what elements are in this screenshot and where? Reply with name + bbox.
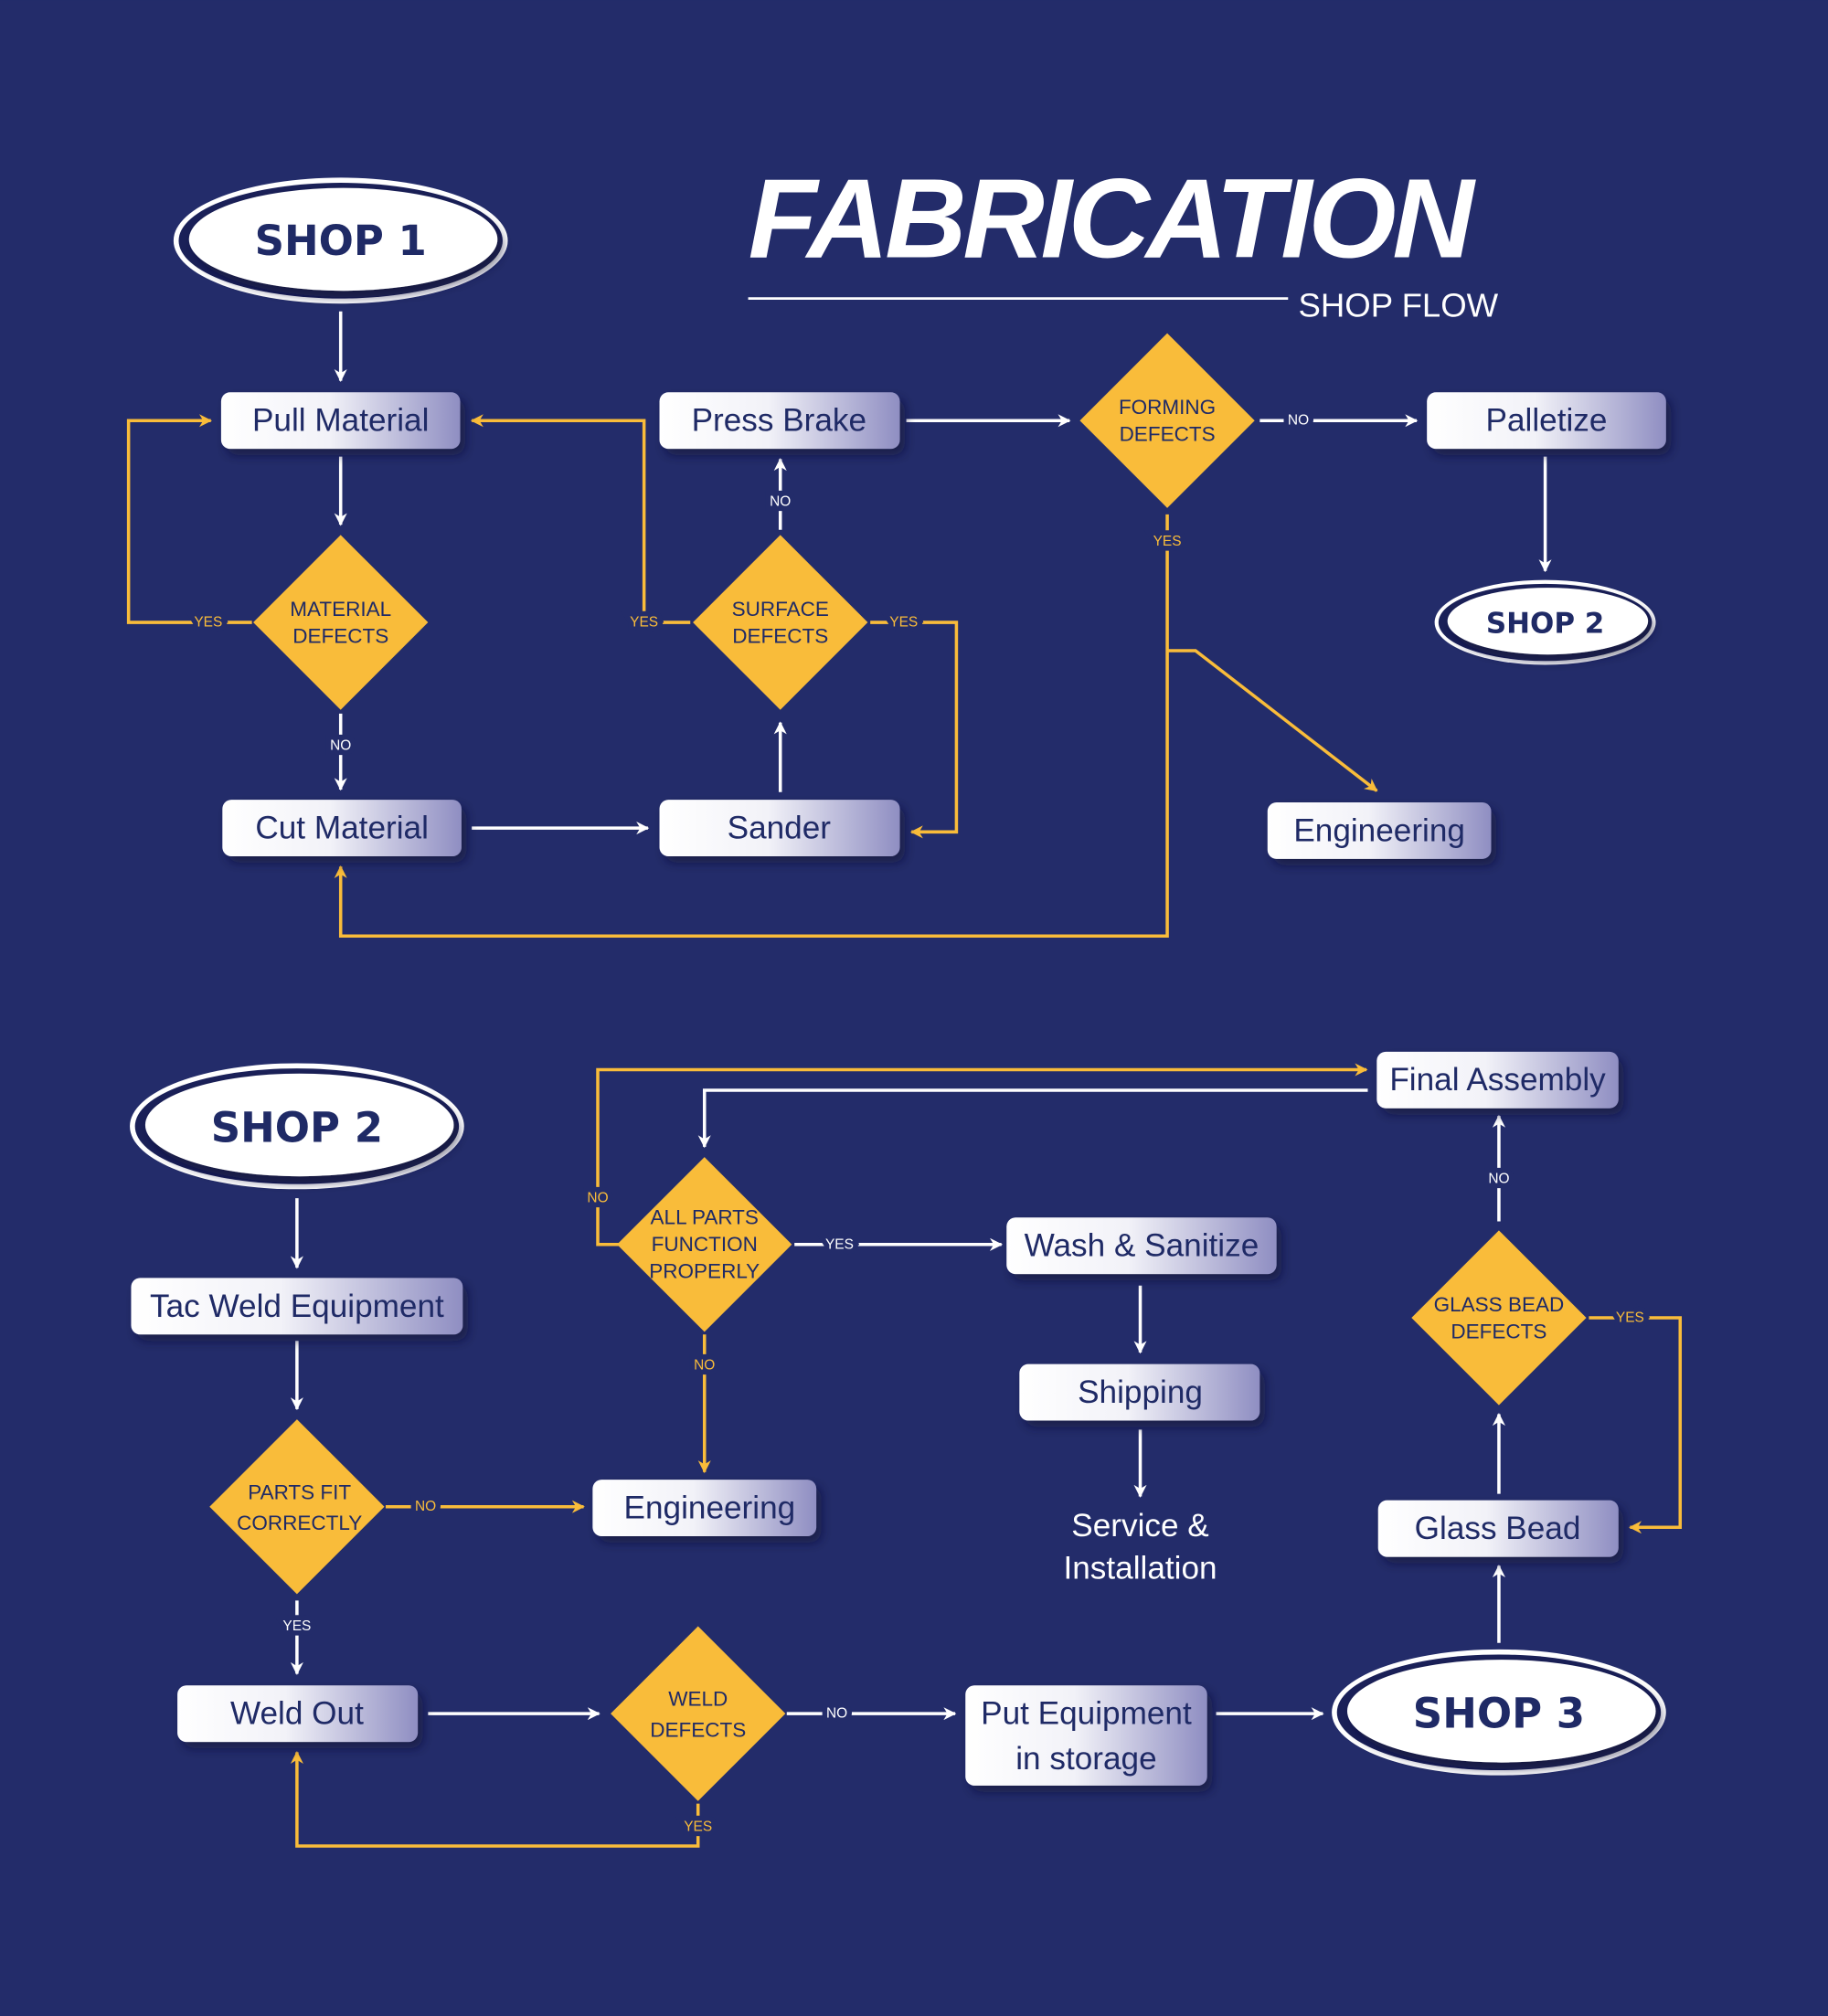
svg-text:DEFECTS: DEFECTS (1120, 423, 1216, 446)
svg-text:Tac Weld Equipment: Tac Weld Equipment (150, 1289, 444, 1324)
svg-text:Put Equipment: Put Equipment (981, 1696, 1192, 1732)
svg-text:SHOP 1: SHOP 1 (255, 217, 427, 265)
glass-bead-decision: GLASS BEAD DEFECTS (1411, 1230, 1587, 1406)
svg-text:Wash & Sanitize: Wash & Sanitize (1025, 1228, 1259, 1264)
glass-bead-box: Glass Bead (1377, 1500, 1619, 1557)
press-brake-box: Press Brake (659, 392, 900, 450)
label-yes: YES (1616, 1310, 1644, 1325)
svg-text:Pull Material: Pull Material (252, 403, 429, 439)
svg-text:SHOP 2: SHOP 2 (1486, 607, 1604, 640)
label-no: NO (587, 1191, 608, 1206)
svg-text:Sander: Sander (728, 811, 832, 846)
label-yes: YES (825, 1236, 854, 1252)
svg-text:Weld Out: Weld Out (230, 1696, 364, 1732)
sander-box: Sander (659, 800, 900, 857)
svg-text:DEFECTS: DEFECTS (650, 1718, 746, 1741)
label-no: NO (415, 1499, 436, 1514)
label-no: NO (826, 1706, 847, 1722)
storage-box: Put Equipment in storage (965, 1685, 1207, 1786)
svg-text:SHOP 2: SHOP 2 (211, 1103, 383, 1151)
label-no: NO (330, 738, 351, 754)
weld-out-box: Weld Out (177, 1685, 419, 1743)
svg-text:Engineering: Engineering (1293, 812, 1465, 848)
label-yes: YES (630, 615, 658, 631)
shop1-start: SHOP 1 (173, 177, 508, 304)
svg-text:Glass Bead: Glass Bead (1415, 1511, 1581, 1546)
label-yes: YES (194, 615, 222, 631)
parts-fit-decision: PARTS FIT CORRECTLY (209, 1419, 385, 1595)
svg-text:Final Assembly: Final Assembly (1389, 1062, 1606, 1098)
shop1-connectors (126, 311, 1552, 938)
svg-text:PARTS FIT: PARTS FIT (248, 1480, 351, 1503)
label-yes: YES (282, 1618, 311, 1634)
cut-material-box: Cut Material (222, 800, 462, 857)
surface-defects-decision: SURFACE DEFECTS (693, 535, 868, 710)
palletize-box: Palletize (1427, 392, 1666, 450)
shop3-end: SHOP 3 (1332, 1649, 1666, 1776)
label-no: NO (1488, 1172, 1509, 1187)
svg-text:CORRECTLY: CORRECTLY (237, 1512, 362, 1534)
wash-sanitize-box: Wash & Sanitize (1006, 1217, 1277, 1275)
pull-material-box: Pull Material (220, 392, 461, 450)
svg-text:FUNCTION: FUNCTION (652, 1233, 758, 1256)
svg-text:Palletize: Palletize (1486, 403, 1608, 439)
svg-text:Press Brake: Press Brake (692, 403, 866, 439)
svg-text:Cut Material: Cut Material (255, 811, 429, 846)
page-title: FABRICATION (749, 156, 1477, 282)
svg-text:FORMING: FORMING (1119, 396, 1216, 419)
final-assembly-box: Final Assembly (1376, 1051, 1619, 1109)
label-yes: YES (684, 1819, 712, 1834)
material-defects-decision: MATERIAL DEFECTS (253, 535, 429, 710)
svg-text:DEFECTS: DEFECTS (1451, 1320, 1546, 1342)
shop2-start: SHOP 2 (130, 1063, 464, 1190)
svg-text:ALL PARTS: ALL PARTS (651, 1205, 759, 1228)
tac-weld-box: Tac Weld Equipment (131, 1278, 463, 1335)
label-no: NO (770, 493, 791, 509)
svg-text:DEFECTS: DEFECTS (292, 625, 388, 648)
label-no: NO (1288, 413, 1309, 429)
svg-text:GLASS BEAD: GLASS BEAD (1434, 1293, 1565, 1316)
shop2-connectors (290, 1063, 1683, 1848)
label-no: NO (694, 1357, 715, 1373)
svg-text:PROPERLY: PROPERLY (649, 1259, 760, 1282)
svg-text:Installation: Installation (1063, 1550, 1217, 1586)
svg-text:WELD: WELD (668, 1688, 728, 1711)
page-subtitle: SHOP FLOW (1299, 286, 1499, 324)
svg-text:Engineering: Engineering (624, 1491, 796, 1526)
svg-text:Shipping: Shipping (1078, 1374, 1203, 1410)
svg-text:SURFACE: SURFACE (732, 598, 829, 621)
svg-text:DEFECTS: DEFECTS (732, 625, 828, 648)
label-yes: YES (1153, 534, 1182, 549)
label-yes: YES (889, 615, 918, 631)
svg-text:in storage: in storage (1015, 1741, 1156, 1777)
svg-text:SHOP 3: SHOP 3 (1413, 1690, 1585, 1738)
svg-text:MATERIAL: MATERIAL (290, 598, 391, 621)
svg-text:Service &: Service & (1071, 1508, 1208, 1544)
shipping-box: Shipping (1019, 1363, 1260, 1421)
shop2-end: SHOP 2 (1434, 579, 1656, 665)
service-installation: Service & Installation (1063, 1508, 1217, 1586)
engineering-box: Engineering (1267, 801, 1492, 859)
engineering-box-2: Engineering (592, 1480, 817, 1537)
